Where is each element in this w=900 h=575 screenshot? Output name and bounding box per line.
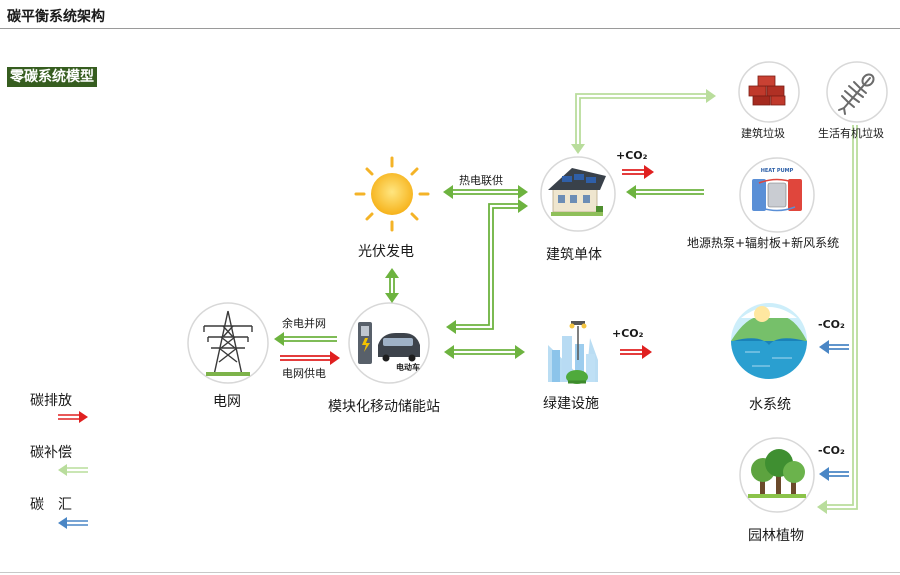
building-co2-label: +CO₂: [616, 149, 648, 162]
green-facility-icon: [548, 321, 598, 384]
building-emission-arrow: [622, 165, 654, 179]
water-co2-label: -CO₂: [818, 318, 845, 331]
sun-icon: [354, 156, 430, 232]
heatpump-to-building-arrow: [626, 185, 704, 199]
legend-emission-label: 碳排放: [30, 393, 72, 409]
page-title: 碳平衡系统架构: [7, 9, 105, 25]
legend-sink-label: 碳 汇: [30, 497, 72, 513]
organic-waste-to-garden-elbow-arrow: [817, 125, 858, 514]
pv-label: 光伏发电: [358, 244, 414, 260]
building-to-waste-elbow-arrow: [571, 89, 716, 154]
construction-waste-label: 建筑垃圾: [741, 127, 785, 140]
water-system-icon: [731, 303, 807, 379]
organic-waste-label: 生活有机垃圾: [818, 127, 884, 140]
section-title: 零碳系统模型: [7, 67, 97, 87]
water-sink-arrow: [819, 340, 849, 354]
pv-storage-double-arrow: [385, 268, 399, 303]
green-emission-arrow: [620, 345, 652, 359]
green-co2-label: +CO₂: [612, 327, 644, 340]
surplus-to-grid-arrow: [274, 332, 337, 346]
storage-label: 模块化移动储能站: [328, 399, 440, 415]
legend-compensation-arrow: [58, 464, 88, 476]
building-label: 建筑单体: [546, 247, 602, 263]
chp-label: 热电联供: [459, 174, 503, 187]
construction-waste-icon: [738, 61, 800, 123]
bottom-divider: [0, 572, 900, 573]
surplus-grid-label: 余电并网: [282, 317, 326, 330]
water-label: 水系统: [749, 397, 791, 413]
legend-sink-arrow: [58, 517, 88, 529]
ev-charging-station-icon: [348, 302, 430, 384]
fish-bone-icon: [826, 61, 888, 123]
ev-badge-label: 电动车: [396, 362, 420, 372]
green-facility-label: 绿建设施: [543, 396, 599, 412]
storage-green-double-arrow: [444, 345, 525, 359]
garden-label: 园林植物: [748, 528, 804, 544]
legend-compensation-label: 碳补偿: [30, 445, 72, 461]
grid-label: 电网: [213, 394, 241, 410]
heat-pump-icon: HEAT PUMP: [739, 157, 815, 233]
garden-sink-arrow: [819, 467, 849, 481]
power-tower-icon: [187, 302, 269, 384]
building-icon: [540, 156, 616, 232]
storage-building-elbow-arrow: [446, 199, 528, 334]
grid-supply-label: 电网供电: [282, 367, 326, 380]
heat-pump-badge-text: HEAT PUMP: [761, 168, 794, 174]
legend-emission-arrow: [58, 411, 88, 423]
title-divider: [0, 28, 900, 29]
garden-co2-label: -CO₂: [818, 444, 845, 457]
trees-icon: [739, 437, 815, 513]
grid-supply-arrow: [280, 351, 340, 365]
chp-double-arrow: [443, 185, 528, 199]
heatpump-label: 地源热泵+辐射板+新风系统: [687, 236, 840, 250]
